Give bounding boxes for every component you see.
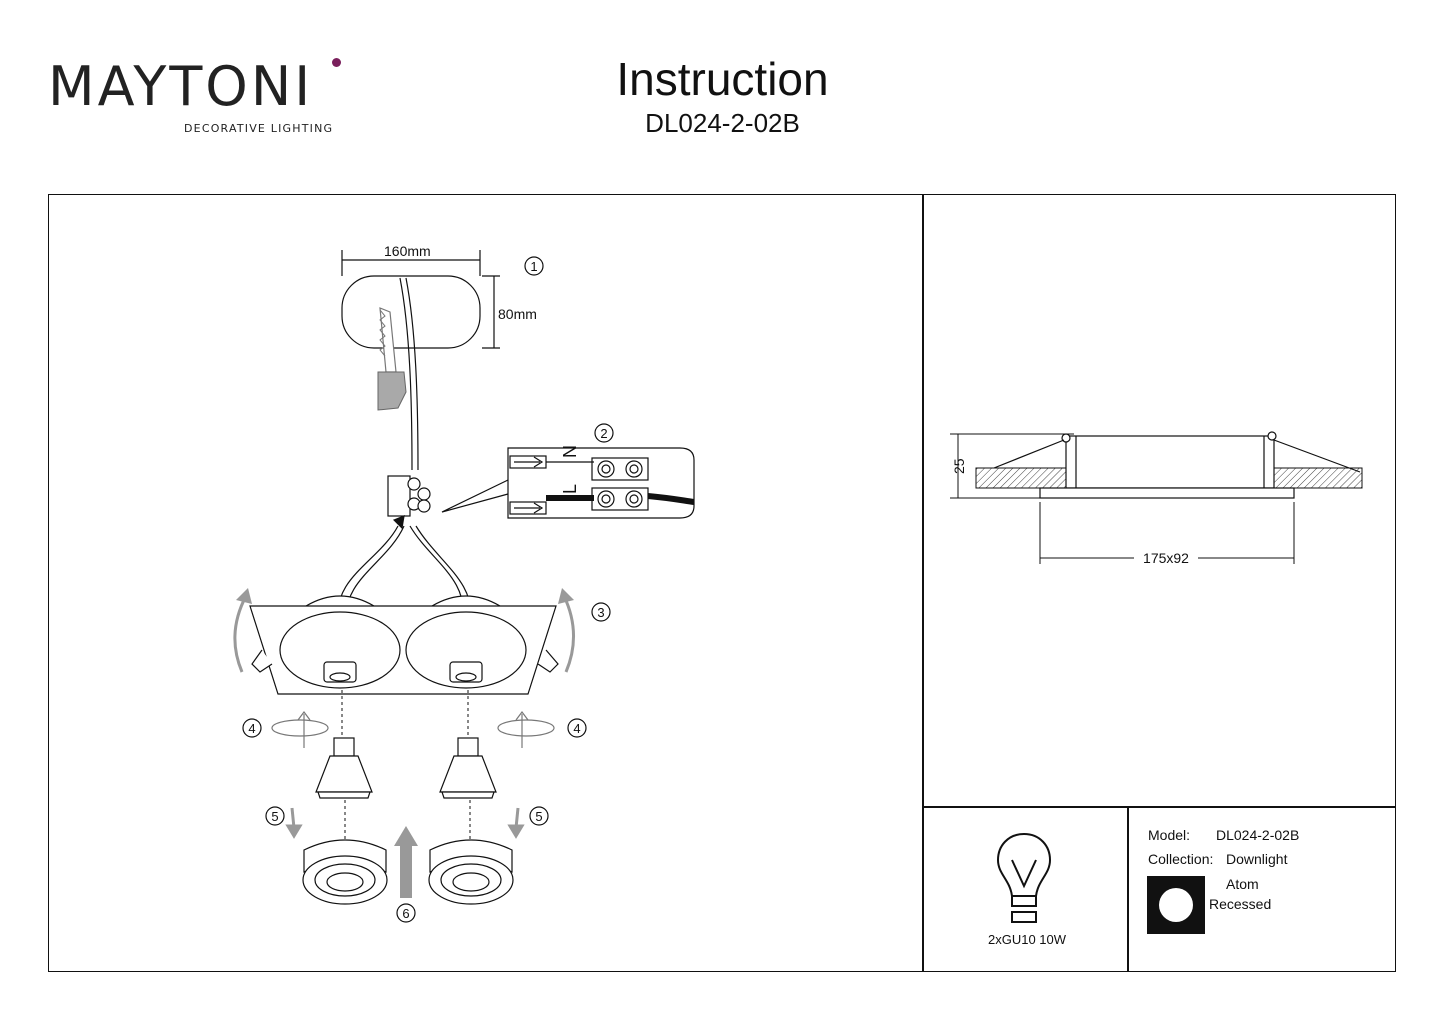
spring-arrow-icon bbox=[271, 711, 555, 748]
brand-tagline: DECORATIVE LIGHTING bbox=[184, 122, 334, 135]
fixture-profile bbox=[993, 431, 1361, 499]
brand-logo: MAYTONI DECORATIVE LIGHTING bbox=[48, 55, 348, 140]
cutout-drawing bbox=[341, 250, 500, 349]
cutout-width-label: 160mm bbox=[384, 243, 431, 259]
model-code: DL024-2-02B bbox=[645, 108, 800, 138]
mains-cable bbox=[399, 277, 419, 471]
step-4-right-label: 4 bbox=[573, 721, 580, 736]
wire-live-label: L bbox=[560, 484, 580, 494]
assembly-diagram: 160mm 80mm N L bbox=[233, 243, 695, 923]
wiring-callout bbox=[441, 447, 695, 519]
step-5-left-label: 5 bbox=[271, 809, 278, 824]
saw-icon bbox=[377, 307, 407, 411]
side-view-diagram: 25 175x92 bbox=[950, 431, 1363, 566]
collection-value: Downlight bbox=[1226, 851, 1288, 867]
step-4-left-label: 4 bbox=[248, 721, 255, 736]
step-5-right-label: 5 bbox=[535, 809, 542, 824]
housing-drawing bbox=[249, 595, 559, 695]
collection-label: Collection: bbox=[1148, 851, 1214, 867]
step-3-label: 3 bbox=[597, 605, 604, 620]
style-value: Atom bbox=[1226, 876, 1259, 892]
recessed-mount-icon bbox=[1147, 876, 1205, 934]
rotate-arrow-icon bbox=[233, 595, 576, 673]
depth-label: 25 bbox=[951, 458, 967, 474]
wire-neutral-label: N bbox=[560, 445, 580, 458]
brand-name: MAYTONI bbox=[48, 55, 314, 118]
up-arrow-icon bbox=[394, 826, 418, 898]
gu10-bulb-icon bbox=[315, 737, 497, 799]
arrow-head-icon bbox=[236, 588, 574, 604]
trim-ring-icon bbox=[302, 839, 514, 905]
step-1-label: 1 bbox=[530, 259, 537, 274]
terminal-block-icon bbox=[387, 475, 431, 530]
step-6-label: 6 bbox=[402, 906, 409, 921]
mount-value: Recessed bbox=[1209, 896, 1272, 912]
divider-vertical-main bbox=[922, 194, 924, 972]
brand-accent-dot bbox=[332, 58, 341, 67]
bulb-icon bbox=[996, 832, 1052, 923]
ceiling-section bbox=[975, 467, 1363, 489]
down-arrow-icon bbox=[285, 807, 525, 839]
divider-vertical-info bbox=[1127, 806, 1129, 972]
divider-horizontal-info bbox=[922, 806, 1396, 808]
lamp-spec: 2xGU10 10W bbox=[988, 932, 1067, 947]
dimension-lines bbox=[950, 433, 1295, 564]
step-markers bbox=[242, 256, 614, 923]
instruction-frame bbox=[48, 194, 1396, 972]
cutout-height-label: 80mm bbox=[498, 306, 537, 322]
guide-lines bbox=[341, 690, 471, 840]
model-value: DL024-2-02B bbox=[1216, 827, 1300, 843]
model-label: Model: bbox=[1148, 827, 1191, 843]
step-labels: 1 2 3 4 4 5 5 6 bbox=[248, 259, 607, 921]
size-label: 175x92 bbox=[1143, 550, 1189, 566]
step-2-label: 2 bbox=[600, 426, 607, 441]
page-title: Instruction bbox=[616, 53, 829, 105]
